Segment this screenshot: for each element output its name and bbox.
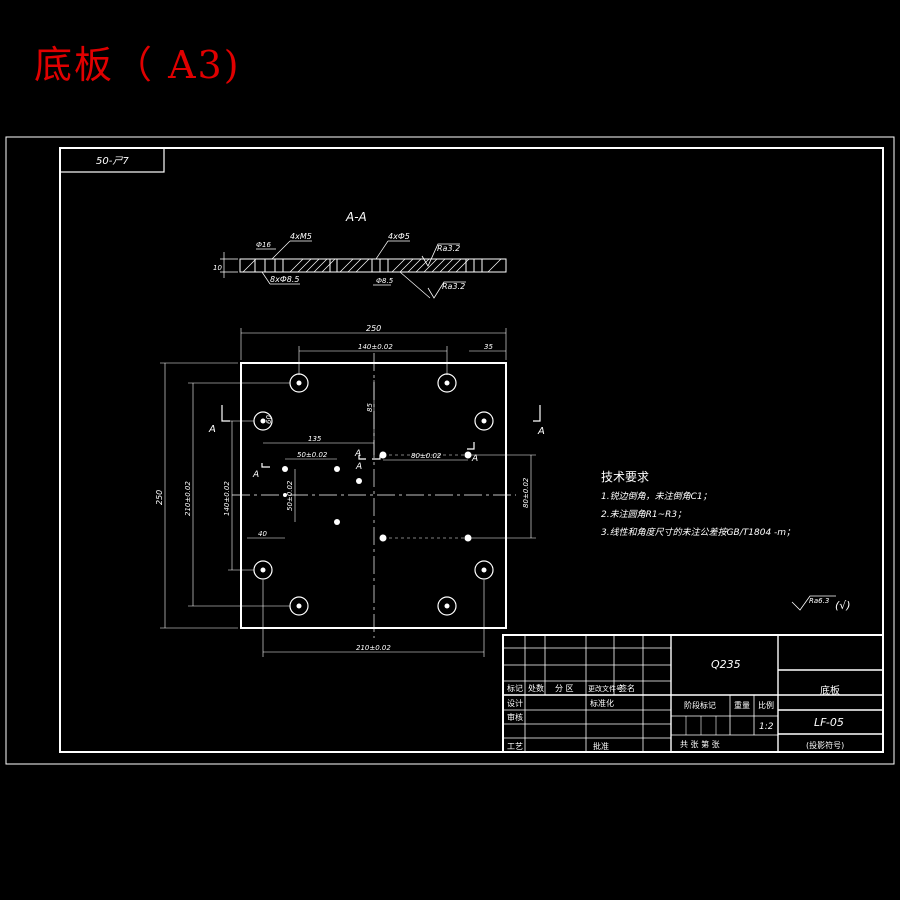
tb-label-check: 审核 <box>507 712 523 722</box>
dim-60: 60 <box>265 415 273 424</box>
section-view: A-A 10 Ф16 4xM5 <box>213 210 507 299</box>
technical-requirements: 技术要求 1.锐边倒角，未注倒角C1； 2.未注圆角R1~R3； 3.线性和角度… <box>601 470 851 612</box>
tb-scale-value: 1:2 <box>759 722 774 732</box>
tb-label-zone: 分 区 <box>555 684 574 693</box>
section-title: A-A <box>345 210 367 224</box>
tech-item: 2.未注圆角R1~R3； <box>601 509 686 520</box>
dim-80h: 80±0.02 <box>411 452 442 460</box>
dim-left-210: 210±0.02 <box>184 481 192 516</box>
title-block <box>502 634 884 753</box>
callout-a: 4xM5 <box>290 232 312 241</box>
tb-label-count: 处数 <box>528 683 544 693</box>
section-mark: A <box>354 449 361 459</box>
plate-outline <box>240 362 507 629</box>
dim-85: 85 <box>366 403 374 412</box>
corner-tag-box <box>59 147 165 173</box>
section-mark: A <box>355 462 362 472</box>
section-mark: A <box>208 424 216 435</box>
section-arrows <box>221 405 541 468</box>
tech-title: 技术要求 <box>601 470 649 484</box>
tb-code-label: (投影符号) <box>806 740 844 750</box>
tech-item: 3.线性和角度尺寸的未注公差按GB/T1804 -m； <box>601 527 795 538</box>
section-holes <box>254 259 483 272</box>
tb-label-weight: 重量 <box>734 700 750 710</box>
section-mark: A <box>252 470 259 480</box>
dim-35: 35 <box>484 343 493 351</box>
callout-d: Ф16 <box>256 241 271 249</box>
tech-item: 1.锐边倒角，未注倒角C1； <box>601 491 712 502</box>
sheet-inner-frame <box>59 147 884 753</box>
title-block-text: 标记 处数 分 区 更改文件号 签名 设计 标准化 审核 工艺 批准 Q235 … <box>507 658 844 751</box>
tb-label-standardize: 标准化 <box>590 698 614 708</box>
dim-50h: 50±0.02 <box>297 451 328 459</box>
roughness-general-symbol <box>791 595 836 611</box>
hole <box>474 560 494 580</box>
roughness-general: Ra6.3 <box>809 597 829 605</box>
callout-b: 4xФ5 <box>388 232 410 241</box>
tb-part-name: 底板 <box>820 684 840 697</box>
tb-label-stage-mark: 阶段标记 <box>684 700 716 710</box>
tb-label-scale: 比例 <box>758 700 774 710</box>
roughness-bottom: Ra3.2 <box>442 282 465 291</box>
section-hatching <box>242 258 502 273</box>
dim-40: 40 <box>258 530 267 538</box>
dim-left-140: 140±0.02 <box>223 481 231 516</box>
roughness-top: Ra3.2 <box>437 244 460 253</box>
dim-top-140: 140±0.02 <box>358 343 393 351</box>
tb-drawing-no: LF-05 <box>814 716 844 729</box>
dim-80v: 80±0.02 <box>522 477 530 508</box>
dim-width: 250 <box>366 324 381 333</box>
dim-height: 250 <box>155 490 164 505</box>
callout-e: Ф8.5 <box>376 277 394 285</box>
dim-bottom-210: 210±0.02 <box>356 644 391 652</box>
page-title: 底板（ A3) <box>34 43 241 87</box>
roughness-general-suffix: (√) <box>835 599 851 612</box>
section-mark: A <box>537 426 545 437</box>
tb-label-sign: 签名 <box>619 683 635 693</box>
dim-135: 135 <box>308 435 322 443</box>
section-mark: A <box>471 454 478 464</box>
roughness-symbol-top <box>421 243 460 267</box>
dimension-lines <box>160 328 536 657</box>
tb-label-design: 设计 <box>507 698 523 708</box>
tb-label-sheets: 共 张 第 张 <box>680 739 720 749</box>
callout-c: 8xФ8.5 <box>270 275 299 284</box>
tb-label-process: 工艺 <box>507 742 523 751</box>
dim-thickness: 10 <box>213 264 222 272</box>
corner-tag: 50-ㄕ7 <box>96 156 129 167</box>
section-outline <box>239 258 507 273</box>
tb-material: Q235 <box>711 658 741 671</box>
hole <box>474 411 494 431</box>
sheet-outer-border <box>5 136 895 765</box>
tb-label-approve: 批准 <box>593 741 609 751</box>
hole <box>437 596 457 616</box>
dim-50v: 50±0.02 <box>286 480 294 511</box>
plan-view: 250 140±0.02 35 250 210±0.02 140±0.02 21… <box>155 324 545 657</box>
tb-label-change-doc: 更改文件号 <box>588 684 623 693</box>
tb-label-mark: 标记 <box>507 683 523 693</box>
roughness-symbol-bottom <box>427 281 466 299</box>
hole-centers <box>260 380 487 609</box>
